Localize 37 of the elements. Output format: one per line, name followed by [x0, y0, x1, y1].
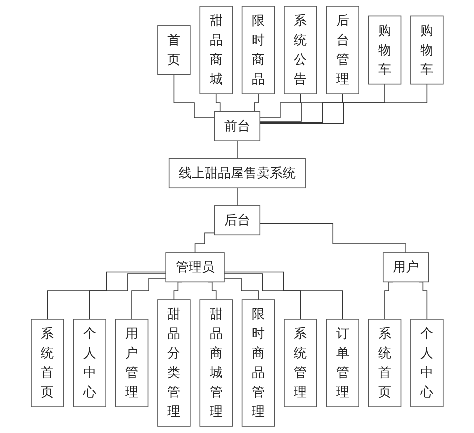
connector [89, 274, 166, 320]
connector [224, 278, 258, 300]
node-box: 订单管理 [326, 319, 360, 408]
node-box: 首页 [157, 26, 190, 75]
node-box: 甜品商城管理 [199, 300, 233, 427]
connector [194, 232, 215, 254]
connector [236, 188, 238, 206]
connector [173, 74, 215, 118]
connector [236, 140, 238, 160]
connector [224, 274, 301, 320]
node-box: 前台 [214, 112, 260, 142]
node-box: 购物车 [410, 16, 444, 85]
connector [259, 84, 385, 124]
connector [259, 94, 343, 122]
node-box: 系统公告 [284, 6, 317, 94]
connector [46, 272, 166, 320]
node-box: 系统首页 [368, 319, 402, 408]
connector [131, 278, 166, 320]
node-box: 个人中心 [72, 319, 106, 408]
connector [259, 94, 301, 118]
node-box: 购物车 [368, 16, 402, 85]
connector [224, 272, 343, 320]
node-box: 限时商品 [241, 6, 275, 94]
node-box: 系统管理 [284, 319, 317, 408]
node-box: 系统首页 [30, 319, 64, 408]
node-box: 个人中心 [410, 319, 444, 408]
node-box: 后台管理 [326, 6, 360, 94]
node-box: 用户 [382, 252, 429, 283]
node-box: 甜品商城 [199, 6, 233, 94]
node-box: 线上甜品屋售卖系统 [168, 158, 306, 189]
node-box: 用户管理 [114, 319, 148, 408]
node-box: 后台 [214, 206, 260, 236]
node-box: 限时商品管理 [241, 300, 275, 427]
node-box: 甜品分类管理 [157, 300, 190, 427]
node-box: 管理员 [165, 252, 224, 283]
connector [259, 84, 428, 124]
connector [259, 223, 406, 254]
